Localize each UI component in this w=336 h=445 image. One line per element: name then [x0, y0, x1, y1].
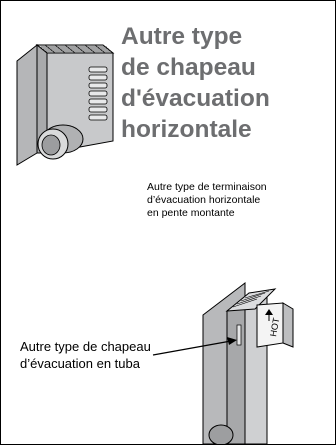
caption-line: d’évacuation horizontale [147, 194, 261, 206]
horizontal-termination-cap-illustration [16, 43, 115, 166]
title-line: Autre type [121, 23, 243, 50]
caption-line: d’évacuation en tuba [20, 356, 140, 371]
title-line: d'évacuation [121, 85, 270, 112]
page-title: Autre type de chapeau d'évacuation horiz… [121, 21, 331, 145]
title-line: horizontale [121, 116, 252, 143]
snorkel-cap-caption: Autre type de chapeau d’évacuation en tu… [20, 338, 220, 372]
horizontal-termination-caption: Autre type de terminaison d’évacuation h… [147, 181, 332, 220]
hot-label: HOT [268, 316, 281, 337]
caption-line: Autre type de chapeau [20, 339, 151, 354]
caption-pointer-arrow [152, 337, 237, 356]
caption-line: en pente montante [147, 207, 235, 219]
snorkel-cap-illustration: HOT [202, 281, 294, 444]
caption-line: Autre type de terminaison [147, 181, 267, 193]
title-line: de chapeau [121, 54, 256, 81]
